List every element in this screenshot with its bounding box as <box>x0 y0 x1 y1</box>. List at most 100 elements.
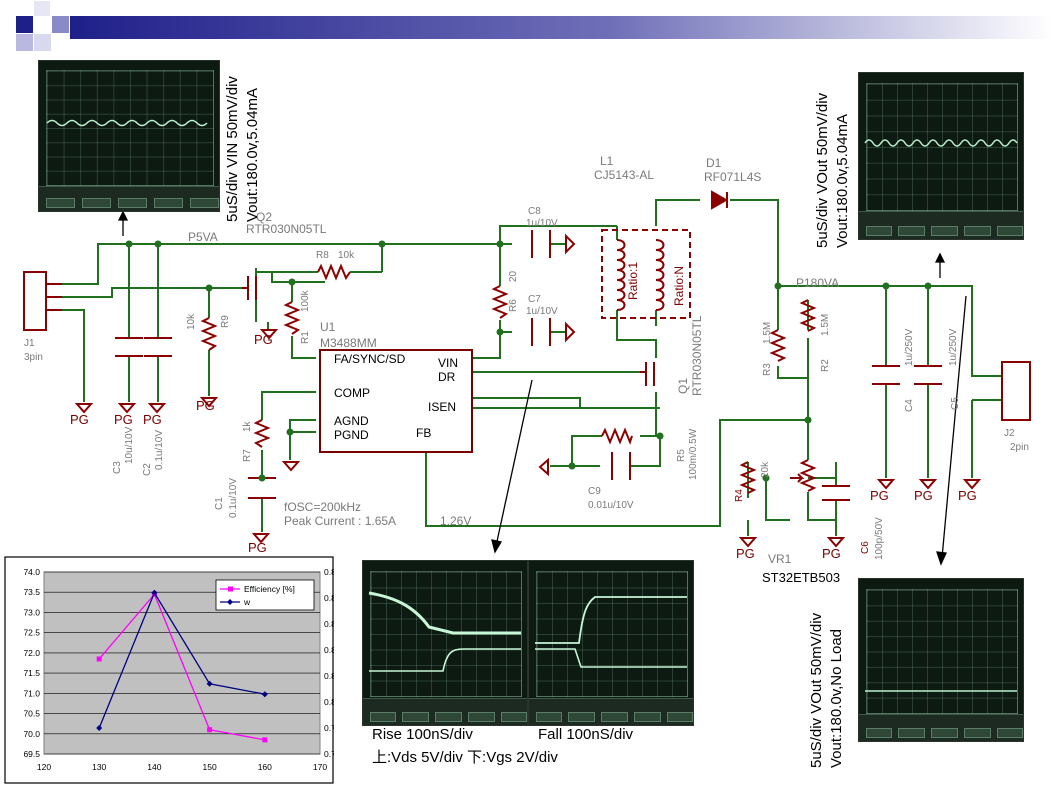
left-tick-label: 70.5 <box>23 709 40 719</box>
right-axis-ticks: 0.780.790.800.810.820.830.840.85 <box>324 567 334 759</box>
point-efficiency <box>96 656 102 662</box>
caption-vout-noload-line1: 5uS/div VOut 50mV/div <box>808 612 825 768</box>
pg-label: PG <box>914 488 933 503</box>
q2-mosfet <box>242 276 257 300</box>
vr1-potentiometer <box>790 459 817 492</box>
c8-ref: C8 <box>528 206 541 217</box>
chart-series <box>96 589 268 743</box>
r1-value: 100k <box>300 290 311 312</box>
series-line-w <box>98 591 265 729</box>
u1-part: M3488MM <box>320 336 377 350</box>
j2-connector <box>1001 361 1031 421</box>
c1-ref: C1 <box>214 497 225 510</box>
point-w <box>96 725 103 731</box>
r3-value: 1.5M <box>762 321 773 344</box>
c5-capacitor <box>914 365 942 385</box>
c2-ref: C2 <box>142 463 153 476</box>
r6-value: 20 <box>508 270 519 282</box>
legend-label-efficiency: Efficiency [%] <box>244 584 295 594</box>
r1-resistor <box>283 301 301 335</box>
l1-ratio-n: Ratio:N <box>672 265 686 306</box>
caption-vin-line2: Vout:180.0v,5.04mA <box>244 88 261 222</box>
scope-photo-vin <box>38 60 220 212</box>
point-efficiency <box>262 737 268 743</box>
scope-photo-fall <box>528 560 694 726</box>
caption-fall: Fall 100nS/div <box>538 726 634 743</box>
q1-mosfet <box>640 362 655 386</box>
pg-label: PG <box>736 546 755 561</box>
left-tick-label: 73.0 <box>23 607 40 617</box>
fb-voltage-note: 1.26V <box>440 514 472 528</box>
pg-label: PG <box>70 412 89 427</box>
pg-label: PG <box>870 488 889 503</box>
junction-dots <box>125 240 932 482</box>
u1-pin-pgnd: PGND <box>334 428 369 442</box>
u1-pin-fb: FB <box>416 426 432 440</box>
u1-ic-box <box>319 349 473 453</box>
x-tick-label: 150 <box>203 762 217 772</box>
right-tick-label: 0.83 <box>324 619 334 629</box>
c5-value: 1u/250V <box>948 328 959 366</box>
c9-capacitor <box>611 452 631 480</box>
r5-value: 100m/0.5W <box>688 428 699 480</box>
c9-value: 0.01u/10V <box>588 500 634 511</box>
legend-box <box>215 579 315 611</box>
vr1-ref: VR1 <box>768 552 792 566</box>
c8-value: 1u/10V <box>526 218 558 229</box>
pg-label: PG <box>196 398 215 413</box>
chart-legend: Efficiency [%] w <box>215 579 315 611</box>
q2-ref: Q2 <box>256 210 273 224</box>
point-w <box>261 691 268 698</box>
d1-ref: D1 <box>706 156 722 170</box>
vr1-part: ST32ETB503 <box>762 570 841 585</box>
efficiency-chart: 69.570.070.571.071.572.072.573.073.574.0… <box>4 556 334 784</box>
c7-ref: C7 <box>528 294 541 305</box>
scope-photo-rise <box>362 560 528 726</box>
r3-ref: R3 <box>762 363 773 376</box>
u1-pin-isen: ISEN <box>428 400 457 414</box>
left-tick-label: 71.5 <box>23 668 40 678</box>
r2-value: 1.5M <box>820 313 831 336</box>
r7-ref: R7 <box>242 449 253 462</box>
l1-transformer-box <box>601 229 691 319</box>
point-efficiency <box>207 727 213 733</box>
r7-resistor <box>253 419 271 448</box>
u1-pin-comp: COMP <box>334 386 370 400</box>
c3-value: 10u/10V <box>124 426 135 464</box>
pg-label: PG <box>248 540 267 555</box>
u1-pin-fa-sync-sd: FA/SYNC/SD <box>334 352 406 366</box>
c6-value: 100p/50V <box>874 517 885 560</box>
right-tick-label: 0.80 <box>324 697 334 707</box>
r1-ref: R1 <box>300 331 311 344</box>
net-p180va-label: P180VA <box>796 276 840 290</box>
r4-resistor <box>739 461 757 494</box>
c1-value: 0.1u/10V <box>228 477 239 518</box>
point-w <box>206 680 213 687</box>
j1-pins: 3pin <box>24 352 43 363</box>
r9-ref: R9 <box>220 315 231 328</box>
c2-value: 0.1u/10V <box>154 429 165 470</box>
scope-photo-vout-noload <box>858 578 1024 742</box>
x-tick-label: 160 <box>258 762 272 772</box>
left-tick-label: 71.0 <box>23 688 40 698</box>
pointer-arrows <box>117 210 967 566</box>
caption-vds-vgs: 上:Vds 5V/div 下:Vgs 2V/div <box>372 749 558 766</box>
header-square-3 <box>16 34 33 51</box>
d1-diode <box>711 190 729 210</box>
ground-symbols <box>74 233 982 548</box>
left-tick-label: 70.0 <box>23 729 40 739</box>
l1-ref: L1 <box>600 154 614 168</box>
left-tick-label: 72.0 <box>23 648 40 658</box>
header-square-4 <box>34 34 51 51</box>
x-tick-label: 140 <box>147 762 161 772</box>
q1-part: RTR030N05TL <box>690 315 704 396</box>
c7-value: 1u/10V <box>526 306 558 317</box>
r6-ref: R6 <box>508 299 519 312</box>
slide-header-bar <box>16 1 1053 51</box>
l1-part: CJ5143-AL <box>594 168 655 182</box>
legend-label-w: w <box>243 597 251 607</box>
left-tick-label: 73.5 <box>23 587 40 597</box>
peak-current-note: Peak Current : 1.65A <box>284 514 397 528</box>
series-line-efficiency <box>98 593 265 741</box>
